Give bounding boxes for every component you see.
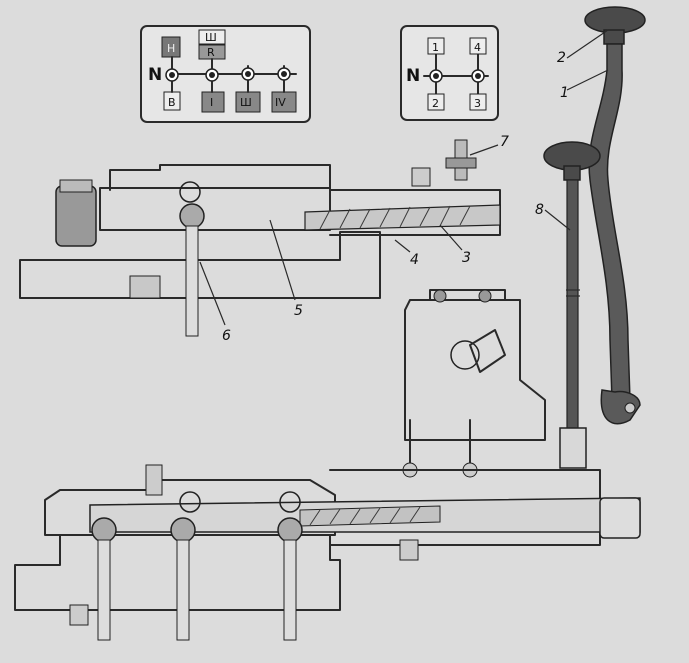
- long-shift-lever: [584, 6, 646, 425]
- shift-pattern-right-panel: N 1 2 4 3: [400, 25, 499, 121]
- callout-6: 6: [222, 328, 231, 344]
- gate-1: 1: [427, 37, 445, 55]
- callout-4: 4: [410, 252, 419, 268]
- svg-text:2: 2: [432, 97, 439, 110]
- svg-text:4: 4: [474, 41, 481, 54]
- gate-sh-bottom: Ш: [235, 91, 261, 113]
- lower-shift-housing: [14, 464, 641, 641]
- svg-text:Ш: Ш: [240, 96, 252, 109]
- gate-i: I: [201, 91, 225, 113]
- svg-text:I: I: [210, 96, 213, 109]
- callout-7: 7: [500, 134, 509, 150]
- callout-1: 1: [560, 85, 569, 101]
- svg-text:B: B: [168, 96, 176, 109]
- callout-3: 3: [462, 250, 471, 266]
- callout-2: 2: [557, 50, 566, 66]
- svg-text:1: 1: [432, 41, 439, 54]
- gate-4: 4: [469, 37, 487, 55]
- svg-text:Ш: Ш: [205, 31, 217, 44]
- upper-shift-housing: [19, 139, 501, 337]
- gate-b: B: [163, 91, 181, 111]
- gate-sh-top: Ш: [198, 29, 226, 45]
- pattern-left-neutral: N: [148, 65, 162, 85]
- gate-iv: IV: [271, 91, 297, 113]
- pattern-right-neutral: N: [406, 66, 420, 86]
- gate-2: 2: [427, 93, 445, 111]
- gate-r: R: [198, 44, 226, 60]
- callout-5: 5: [294, 303, 303, 319]
- short-shift-lever: [543, 141, 601, 469]
- leader-lines: [199, 29, 609, 326]
- svg-text:3: 3: [474, 97, 481, 110]
- gate-h: H: [161, 36, 181, 58]
- svg-text:IV: IV: [275, 96, 286, 109]
- svg-text:R: R: [207, 46, 215, 59]
- gate-3: 3: [469, 93, 487, 111]
- svg-text:H: H: [167, 42, 175, 55]
- callout-8: 8: [535, 202, 544, 218]
- shift-pattern-left-panel: N H Ш R B I Ш IV: [140, 25, 311, 123]
